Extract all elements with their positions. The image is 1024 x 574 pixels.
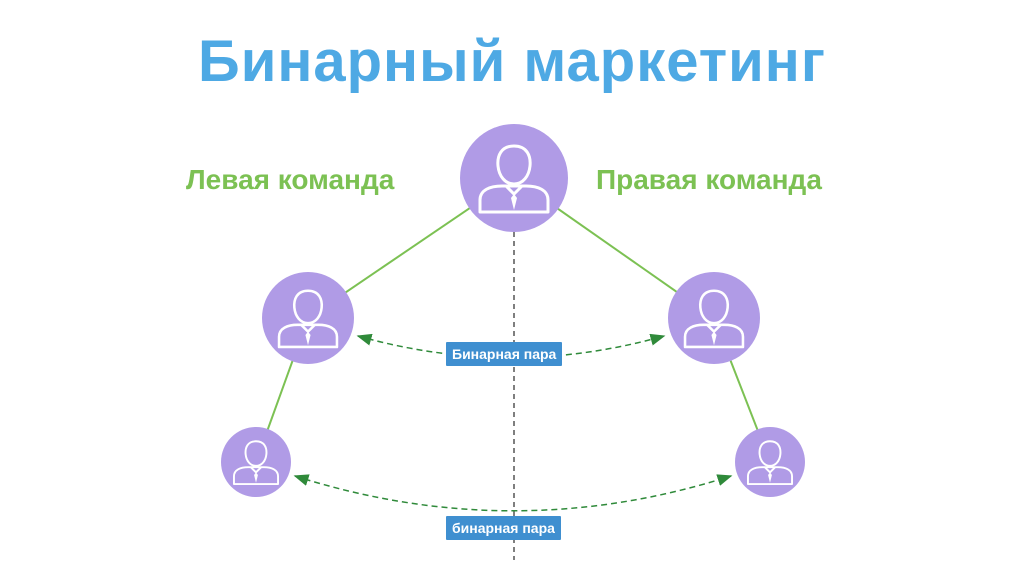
node-circle [221, 427, 291, 497]
right-team-label: Правая команда [596, 164, 822, 195]
left-team-label: Левая команда [186, 164, 395, 195]
node-left-2 [221, 427, 291, 497]
node-circle [735, 427, 805, 497]
binary-pair-label-top: Бинарная пара [446, 342, 563, 366]
binary-pair-label-bottom: бинарная пара [446, 516, 561, 540]
node-left-1 [262, 272, 354, 364]
binary-pair-arrow-2 [293, 474, 733, 512]
page-title: Бинарный маркетинг [198, 29, 826, 94]
node-right-1 [668, 272, 760, 364]
node-circle [460, 124, 568, 232]
node-circle [668, 272, 760, 364]
node-circle [262, 272, 354, 364]
node-root [460, 124, 568, 232]
node-right-2 [735, 427, 805, 497]
